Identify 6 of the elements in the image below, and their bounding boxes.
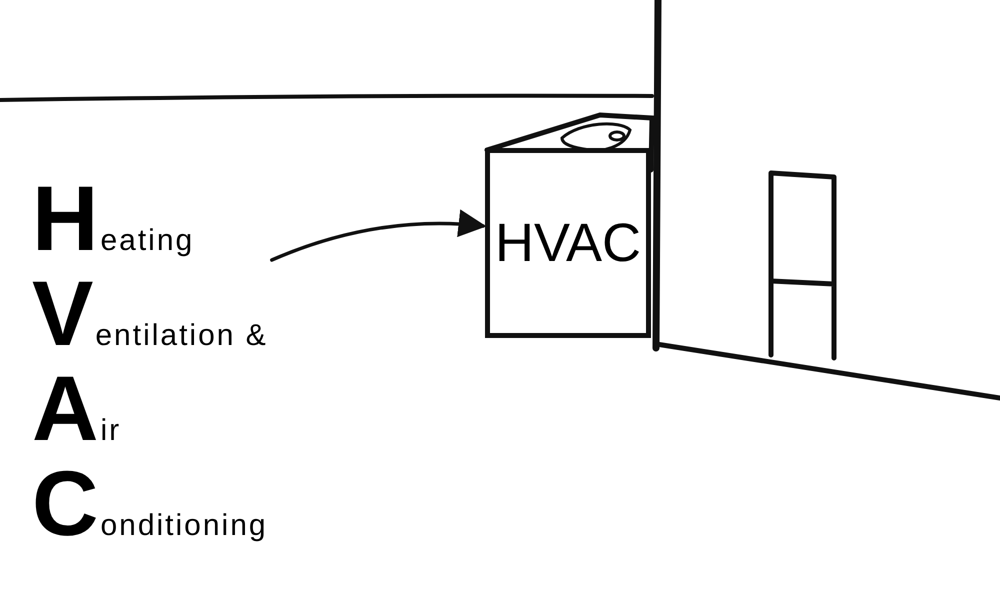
acronym-term: Ventilation & — [32, 267, 268, 362]
acronym-term: Conditioning — [32, 457, 268, 552]
acronym-term: Air — [32, 362, 122, 457]
unit-label: HVAC — [494, 212, 642, 274]
arrow — [270, 210, 486, 262]
hvac-unit — [485, 148, 651, 338]
